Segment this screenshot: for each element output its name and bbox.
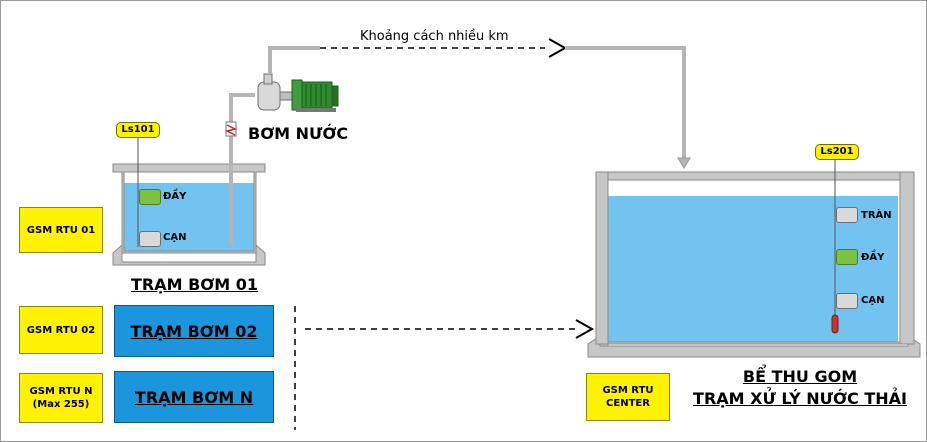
station1-title: TRẠM BƠM 01 bbox=[131, 275, 259, 294]
basin-sensor-full bbox=[836, 249, 858, 265]
station2-title: TRẠM BƠM 02 bbox=[130, 321, 258, 341]
basin-rtu-label-1: GSM RTU bbox=[602, 385, 654, 396]
pipe-pump-outlet bbox=[268, 46, 320, 74]
station1-sensor-tag: Ls101 bbox=[116, 122, 160, 138]
pipe-to-basin bbox=[565, 46, 686, 160]
basin-title-2: TRẠM XỬ LÝ NƯỚC THẢI bbox=[693, 389, 907, 408]
long-distance-arrow bbox=[548, 38, 568, 58]
basin-level-overflow-label: TRÀN bbox=[861, 210, 892, 221]
station1-tank bbox=[112, 163, 266, 266]
stationN-rtu-label-1: GSM RTU N bbox=[29, 386, 93, 397]
basin-sensor-tag: Ls201 bbox=[815, 144, 859, 160]
basin-sensor-overflow bbox=[836, 207, 858, 223]
station1-rtu-label: GSM RTU 01 bbox=[26, 224, 96, 236]
basin-level-full-label: ĐẦY bbox=[861, 252, 885, 263]
pipe-to-basin-arrow bbox=[677, 157, 691, 169]
station1-level-low-label: CẠN bbox=[163, 232, 187, 243]
basin-title-1: BỂ THU GOM bbox=[742, 367, 858, 386]
station1-sensor-full bbox=[139, 189, 161, 205]
stations-to-basin-arrow bbox=[575, 319, 595, 339]
check-valve-icon bbox=[224, 121, 238, 137]
pipe-station-to-pump bbox=[224, 93, 255, 245]
basin-sensor-low bbox=[836, 293, 858, 309]
pump-label: BƠM NƯỚC bbox=[248, 124, 349, 143]
basin-level-low-label: CẠN bbox=[861, 295, 885, 306]
station2-rtu-label: GSM RTU 02 bbox=[26, 324, 96, 336]
station2-rtu-box: GSM RTU 02 bbox=[19, 306, 103, 354]
stationN-rtu-box: GSM RTU N (Max 255) bbox=[19, 373, 103, 423]
stationN-title: TRẠM BƠM N bbox=[134, 387, 254, 407]
basin-tank bbox=[587, 171, 921, 358]
basin-rtu-label-2: CENTER bbox=[606, 398, 650, 409]
distance-label: Khoảng cách nhiều km bbox=[360, 29, 509, 44]
float-switch-icon bbox=[831, 314, 839, 334]
station1-sensor-low bbox=[139, 231, 161, 247]
stationN-rtu-label-2: (Max 255) bbox=[32, 399, 90, 410]
station1-rtu-box: GSM RTU 01 bbox=[19, 207, 103, 253]
pump-motor-icon bbox=[257, 73, 339, 112]
stationN-box: TRẠM BƠM N bbox=[114, 371, 274, 423]
basin-rtu-box: GSM RTU CENTER bbox=[586, 373, 670, 421]
station1-level-full-label: ĐẦY bbox=[163, 191, 187, 202]
station2-box: TRẠM BƠM 02 bbox=[114, 305, 274, 357]
